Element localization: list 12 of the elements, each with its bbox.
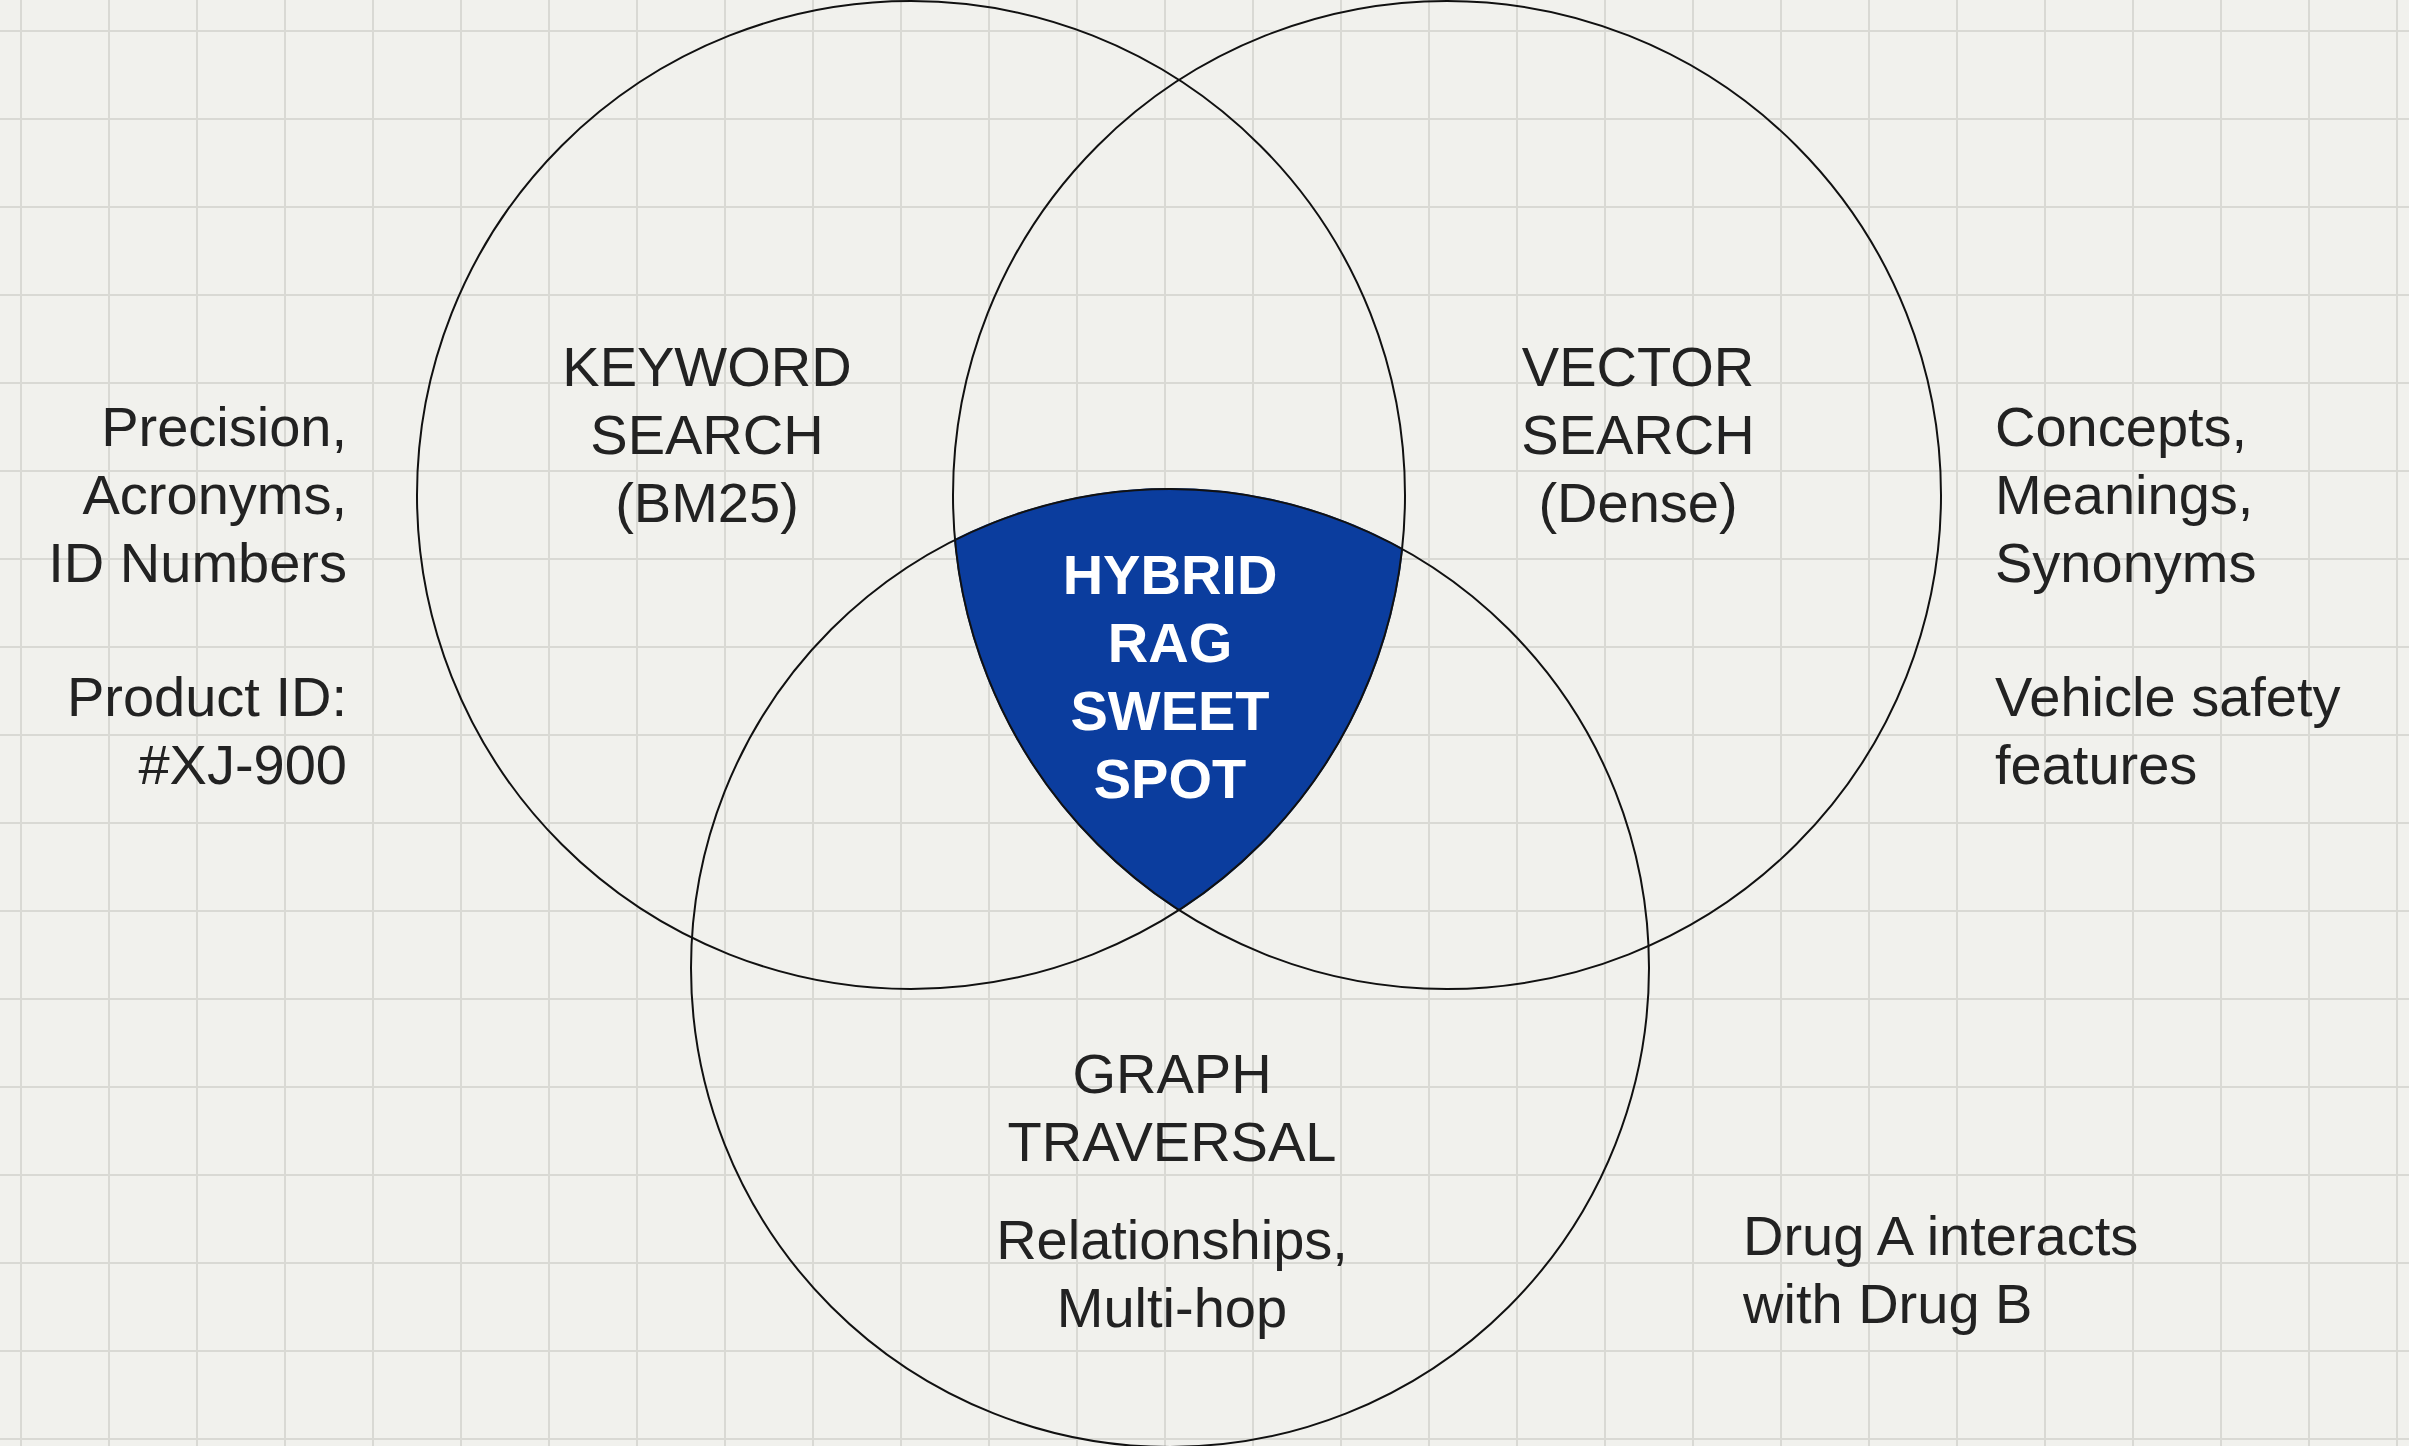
venn-circle xyxy=(416,0,1406,990)
circle-description: Relationships, Multi-hop xyxy=(995,1207,1349,1341)
example-note: Vehicle safety features xyxy=(1995,664,2342,798)
circle-heading: VECTOR SEARCH (Dense) xyxy=(1520,334,1756,536)
example-note: Concepts, Meanings, Synonyms xyxy=(1995,394,2258,596)
example-note: Product ID: #XJ-900 xyxy=(65,664,347,798)
circle-heading: GRAPH TRAVERSAL xyxy=(1006,1041,1338,1175)
circle-heading: KEYWORD SEARCH (BM25) xyxy=(561,334,853,536)
example-note: Drug A interacts with Drug B xyxy=(1743,1203,2140,1337)
sweet-spot-heading: HYBRID RAG SWEET SPOT xyxy=(1061,542,1279,812)
venn-circle xyxy=(952,0,1942,990)
example-note: Precision, Acronyms, ID Numbers xyxy=(47,394,347,596)
